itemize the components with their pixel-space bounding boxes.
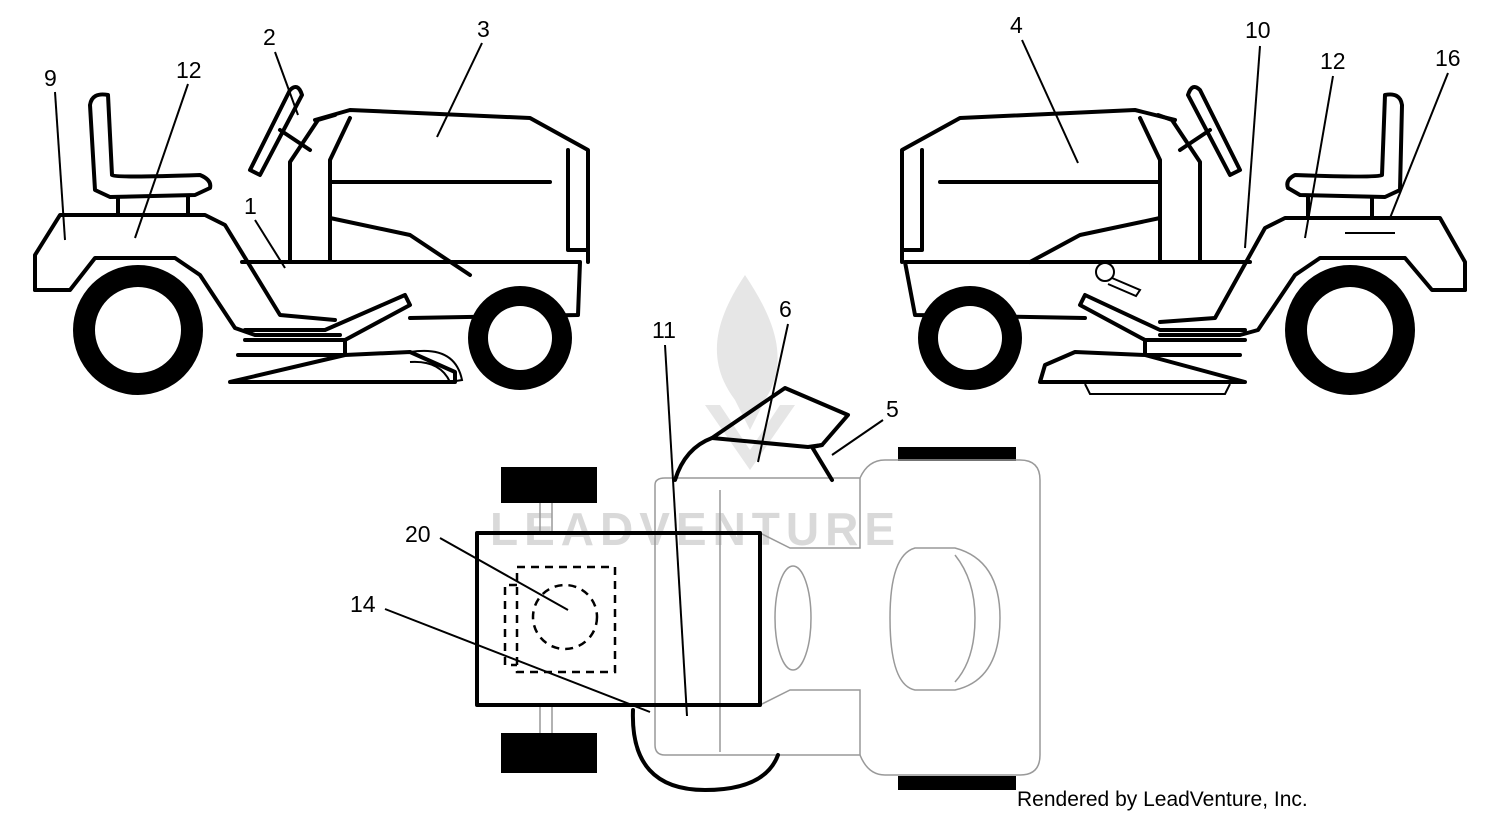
callout-10: 10 — [1245, 17, 1271, 43]
watermark-text: LEADVENTURE — [490, 503, 901, 555]
watermark: LEADVENTURE — [490, 275, 901, 555]
callout-1: 1 — [244, 193, 257, 219]
tractor-top-view: 11 6 5 20 14 — [350, 296, 1041, 792]
callout-12-left: 12 — [176, 57, 202, 83]
tractor-left-side-view: 9 12 2 3 1 — [33, 16, 590, 395]
callout-14: 14 — [350, 591, 376, 617]
callout-16: 16 — [1435, 45, 1461, 71]
callout-5: 5 — [886, 396, 899, 422]
callout-6: 6 — [779, 296, 792, 322]
callout-3: 3 — [477, 16, 490, 42]
callout-20: 20 — [405, 521, 431, 547]
leadventure-flame-logo — [716, 275, 778, 430]
callout-11: 11 — [652, 317, 676, 343]
callout-4: 4 — [1010, 12, 1023, 38]
tractor-right-side-view: 4 10 12 16 — [900, 12, 1467, 395]
callout-2: 2 — [263, 24, 276, 50]
render-credit: Rendered by LeadVenture, Inc. — [1017, 788, 1308, 811]
callout-9: 9 — [44, 65, 57, 91]
callout-12-right: 12 — [1320, 48, 1346, 74]
